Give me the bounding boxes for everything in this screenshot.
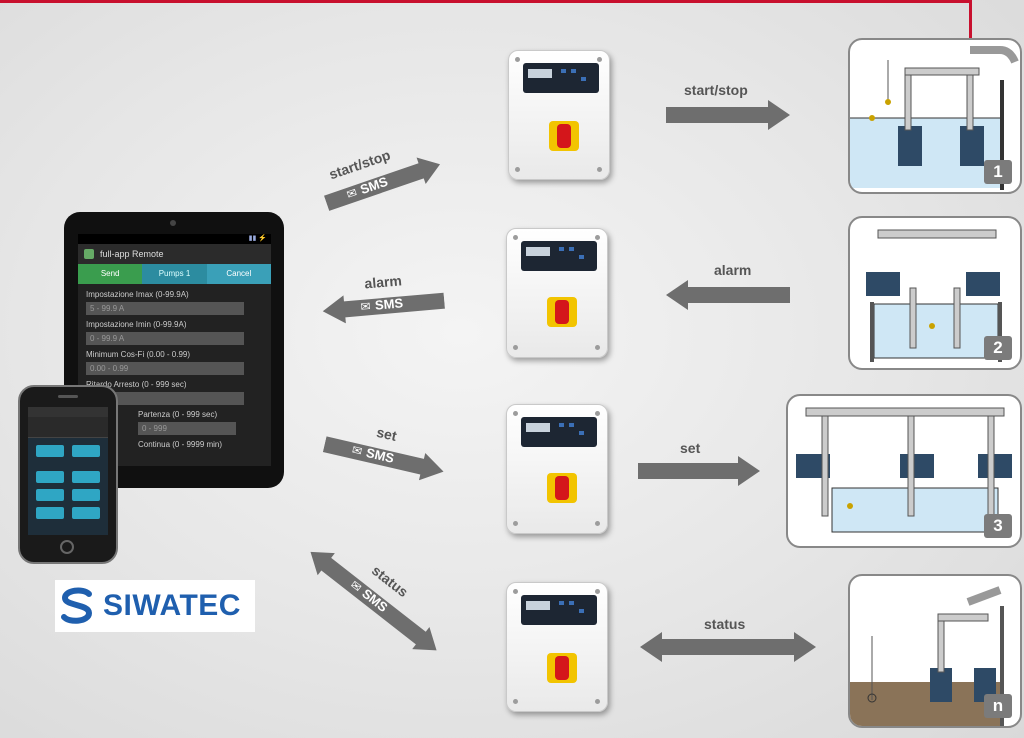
send-button[interactable]: Send <box>78 264 143 284</box>
envelope-icon: ✉ <box>359 299 372 314</box>
installation-scene-2: 2 <box>848 216 1022 370</box>
local-arrow-set: set <box>638 440 760 490</box>
phone-button[interactable] <box>36 507 64 519</box>
scene-number-badge: n <box>984 694 1012 718</box>
phone-button[interactable] <box>72 445 100 457</box>
panel-display <box>521 417 597 447</box>
main-switch-icon <box>547 473 577 503</box>
frame-line-top <box>0 0 972 3</box>
setting-label: Ritardo Arresto (0 - 999 sec) <box>86 380 187 389</box>
arrow-label-set-local: set <box>680 440 701 456</box>
sms-arrow-start-stop: start/stop ✉ SMS <box>316 132 449 228</box>
local-arrow-alarm: alarm <box>666 262 790 312</box>
sms-arrow-status: status ✉ SMS <box>294 525 457 671</box>
tablet-camera <box>170 220 176 226</box>
panel-display <box>521 241 597 271</box>
setting-value[interactable]: 5 - 99.9 A <box>86 302 244 315</box>
sms-arrow-alarm: alarm ✉ SMS <box>320 265 447 335</box>
status-bar: ▮▮ ⚡ <box>78 234 271 244</box>
arrow-right-icon <box>323 157 441 211</box>
phone-button[interactable] <box>36 445 64 457</box>
phone-table <box>28 417 108 438</box>
scene-number-badge: 1 <box>984 160 1012 184</box>
envelope-icon: ✉ <box>350 442 364 459</box>
setting-value[interactable]: 0 - 99.9 A <box>86 332 244 345</box>
arrow-right-icon <box>638 456 760 486</box>
setting-row[interactable]: Continua (0 - 9999 min) <box>78 440 271 449</box>
local-arrow-status: status <box>640 616 816 666</box>
arrow-label-alarm: alarm <box>363 272 403 292</box>
home-button-icon[interactable] <box>60 540 74 554</box>
installation-scene-n: n <box>848 574 1022 728</box>
double-arrow-icon <box>310 551 437 651</box>
app-header: full-app Remote <box>78 244 271 264</box>
arrow-left-icon <box>666 280 790 310</box>
arrow-label-status-local: status <box>704 616 746 632</box>
control-panel-n <box>506 582 608 712</box>
sms-badge: ✉ SMS <box>360 294 404 316</box>
setting-label: Minimum Cos-Fi (0.00 - 0.99) <box>86 350 191 359</box>
arrow-left-icon <box>322 292 445 324</box>
setting-label: Continua (0 - 9999 min) <box>138 440 223 449</box>
pump-well-illustration <box>850 586 1004 726</box>
panel-display <box>523 63 599 93</box>
arrow-right-icon <box>666 100 790 130</box>
local-arrow-start-stop: start/stop <box>666 82 790 132</box>
installation-scene-1: 1 <box>848 38 1022 194</box>
panel-display <box>521 595 597 625</box>
setting-row[interactable]: Impostazione Imin (0-99.9A) 0 - 99.9 A <box>78 320 271 348</box>
sms-arrow-set: set ✉ SMS <box>319 411 451 497</box>
logo-text: SIWATEC <box>103 589 241 622</box>
cancel-button[interactable]: Cancel <box>206 264 271 284</box>
control-panel-1 <box>508 50 610 180</box>
app-button-bar: Send Pumps 1 Cancel <box>78 264 271 284</box>
pump-tank-illustration <box>850 46 1019 190</box>
pump-tank-illustration <box>796 407 1012 533</box>
setting-row[interactable]: Minimum Cos-Fi (0.00 - 0.99) 0.00 - 0.99 <box>78 350 271 378</box>
setting-row[interactable]: Impostazione Imax (0-99.9A) 5 - 99.9 A <box>78 290 271 318</box>
phone-button[interactable] <box>36 489 64 501</box>
arrow-right-icon <box>322 436 444 481</box>
pumps-tab-button[interactable]: Pumps 1 <box>142 264 207 284</box>
main-switch-icon <box>547 297 577 327</box>
phone-device <box>18 385 118 564</box>
logo-s-icon <box>61 587 93 624</box>
sms-text: SMS <box>374 295 404 313</box>
double-arrow-icon <box>640 632 816 662</box>
scene-number-badge: 3 <box>984 514 1012 538</box>
setting-label: Impostazione Imax (0-99.9A) <box>86 290 189 299</box>
siwatec-logo: SIWATEC <box>55 580 255 632</box>
arrow-label-start-stop-local: start/stop <box>684 82 748 98</box>
control-panel-2 <box>506 228 608 358</box>
setting-value[interactable]: 0.00 - 0.99 <box>86 362 244 375</box>
main-switch-icon <box>547 653 577 683</box>
pump-tank-illustration <box>866 229 1002 362</box>
phone-button[interactable] <box>72 489 100 501</box>
setting-value[interactable]: 0 - 999 <box>138 422 236 435</box>
phone-button[interactable] <box>72 471 100 483</box>
frame-line-right <box>969 0 972 40</box>
phone-screen <box>28 407 108 535</box>
setting-row[interactable]: Partenza (0 - 999 sec) 0 - 999 <box>78 410 271 438</box>
tablet-device: ▮▮ ⚡ full-app Remote Send Pumps 1 Cancel… <box>64 212 284 488</box>
arrow-label-set: set <box>375 423 399 444</box>
control-panel-3 <box>506 404 608 534</box>
setting-label: Partenza (0 - 999 sec) <box>138 410 218 419</box>
app-title: full-app Remote <box>100 249 164 259</box>
phone-header <box>28 407 108 417</box>
setting-label: Impostazione Imin (0-99.9A) <box>86 320 187 329</box>
installation-scene-3: 3 <box>786 394 1022 548</box>
phone-speaker <box>58 395 78 398</box>
arrow-label-alarm-local: alarm <box>714 262 752 278</box>
scene-number-badge: 2 <box>984 336 1012 360</box>
phone-button[interactable] <box>72 507 100 519</box>
app-icon <box>84 249 94 259</box>
phone-button[interactable] <box>36 471 64 483</box>
main-switch-icon <box>549 121 579 151</box>
